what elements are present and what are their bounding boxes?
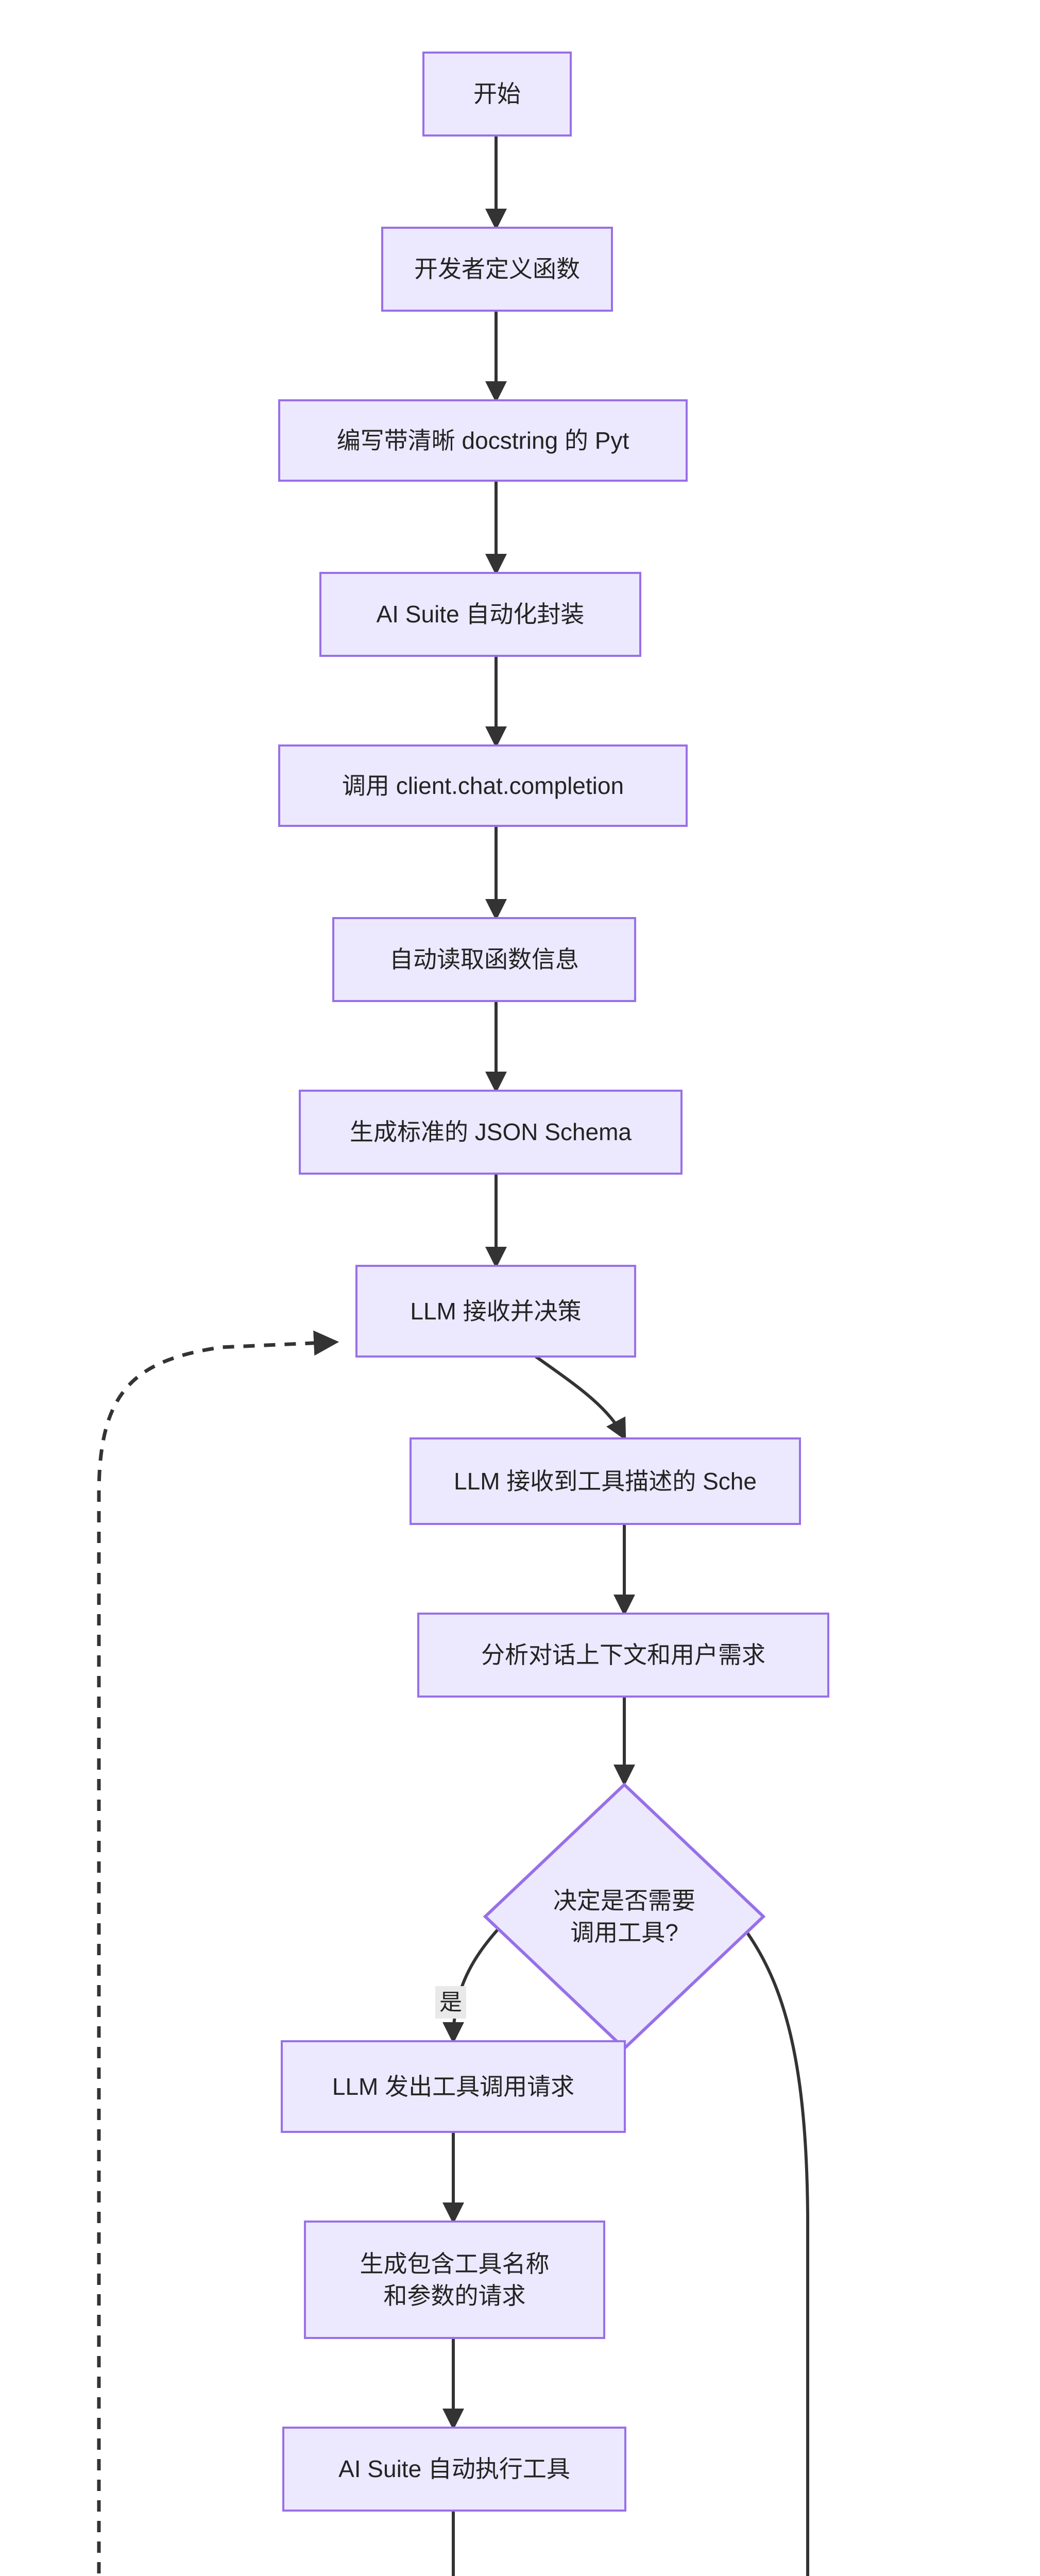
node-call-chat-completion: 调用 client.chat.completion <box>278 744 688 827</box>
node-auto-read-function-info-label: 自动读取函数信息 <box>389 946 579 973</box>
node-llm-receives-tool-schema: LLM 接收到工具描述的 Sche <box>410 1437 801 1525</box>
node-write-docstring-python: 编写带清晰 docstring 的 Pyt <box>278 399 688 482</box>
node-ai-suite-auto-execute-tool: AI Suite 自动执行工具 <box>282 2427 626 2512</box>
node-generate-request-line1: 生成包含工具名称 <box>360 2250 550 2277</box>
decision-need-tool-call-shape <box>483 1783 765 2050</box>
node-llm-receive-and-decide-label: LLM 接收并决策 <box>410 1297 582 1325</box>
node-analyze-context-and-needs: 分析对话上下文和用户需求 <box>417 1613 829 1698</box>
node-analyze-context-and-needs-label: 分析对话上下文和用户需求 <box>481 1641 765 1669</box>
node-llm-receives-tool-schema-label: LLM 接收到工具描述的 Sche <box>454 1467 757 1495</box>
node-auto-read-function-info: 自动读取函数信息 <box>332 917 636 1002</box>
edge-label-yes-text: 是 <box>439 1990 462 2015</box>
node-developer-defines-function-label: 开发者定义函数 <box>414 256 580 283</box>
node-llm-issues-tool-call-request-label: LLM 发出工具调用请求 <box>332 2073 575 2100</box>
node-generate-json-schema: 生成标准的 JSON Schema <box>299 1090 683 1175</box>
edge-n21-n8-feedback <box>97 1330 339 2576</box>
node-generate-request-line2: 和参数的请求 <box>383 2282 526 2309</box>
node-llm-issues-tool-call-request: LLM 发出工具调用请求 <box>281 2040 626 2133</box>
node-generate-request-with-tool-and-args: 生成包含工具名称 和参数的请求 <box>304 2221 605 2339</box>
node-developer-defines-function: 开发者定义函数 <box>381 227 613 312</box>
edge-n8-n9 <box>535 1355 626 1441</box>
node-start: 开始 <box>422 52 572 137</box>
node-generate-request-with-tool-and-args-label: 生成包含工具名称 和参数的请求 <box>306 2248 603 2312</box>
node-ai-suite-auto-execute-tool-label: AI Suite 自动执行工具 <box>338 2455 570 2483</box>
node-generate-json-schema-label: 生成标准的 JSON Schema <box>350 1118 632 1146</box>
node-write-docstring-python-label: 编写带清晰 docstring 的 Pyt <box>336 427 629 454</box>
node-ai-suite-auto-wrap-label: AI Suite 自动化封装 <box>376 601 585 628</box>
node-start-label: 开始 <box>473 80 521 108</box>
decision-need-tool-call: 决定是否需要 调用工具? <box>483 1783 765 2050</box>
node-llm-receive-and-decide: LLM 接收并决策 <box>355 1265 636 1358</box>
node-ai-suite-auto-wrap: AI Suite 自动化封装 <box>319 572 641 657</box>
edge-label-yes: 是 <box>435 1986 466 2019</box>
node-call-chat-completion-label: 调用 client.chat.completion <box>342 772 624 799</box>
